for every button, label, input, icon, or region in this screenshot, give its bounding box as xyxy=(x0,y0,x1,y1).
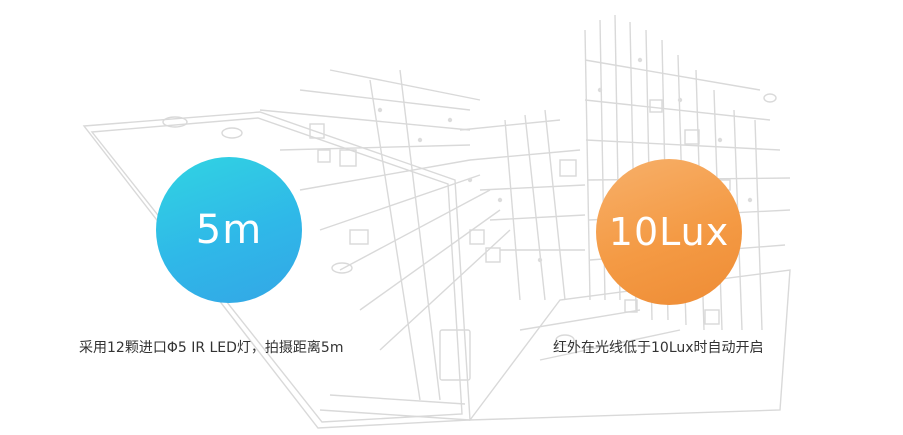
lux-circle: 10Lux xyxy=(596,159,742,305)
distance-value: 5m xyxy=(195,207,263,253)
distance-caption: 采用12颗进口Φ5 IR LED灯，拍摄距离5m xyxy=(79,340,344,356)
lux-caption: 红外在光线低于10Lux时自动开启 xyxy=(553,340,764,356)
lux-value: 10Lux xyxy=(608,210,730,254)
distance-circle: 5m xyxy=(156,157,302,303)
